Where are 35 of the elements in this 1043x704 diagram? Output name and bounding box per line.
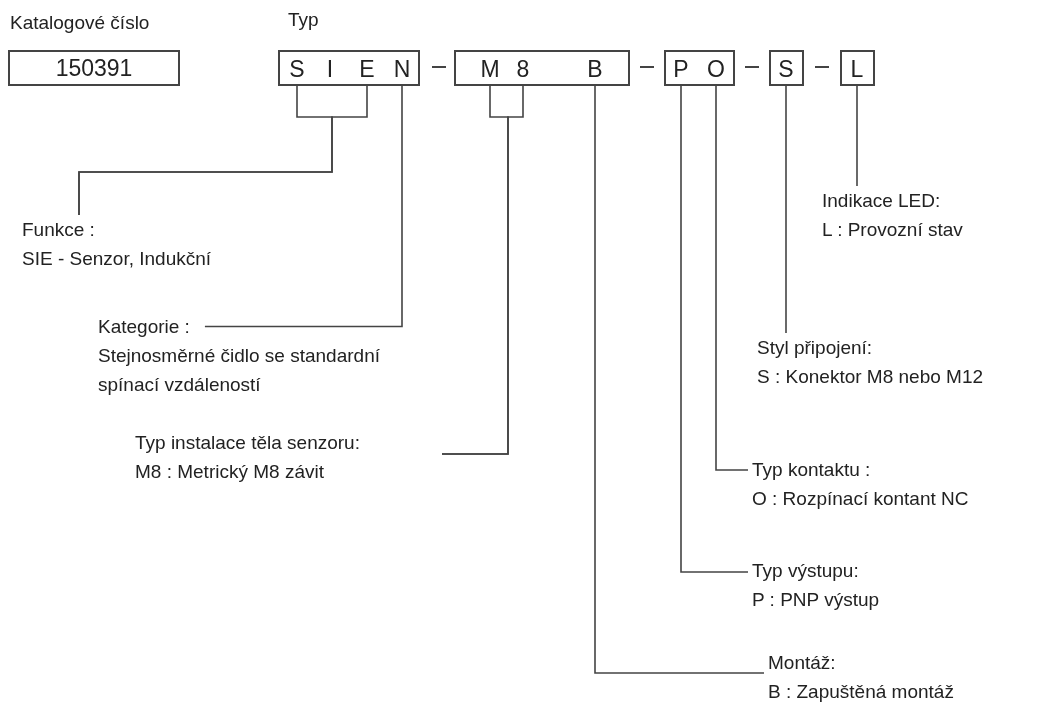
code-letter: B [585,54,605,84]
code-letter: S [776,54,796,84]
field-description: O : Rozpínací kontant NC [752,487,969,511]
contact-type-heading: Typ kontaktu : [752,458,871,482]
mounting-type-heading: Typ instalace těla senzoru: [135,431,360,455]
code-box [454,50,630,86]
function-heading: Funkce : [22,218,95,242]
catalog-heading: Katalogové číslo [10,11,150,35]
code-box [769,50,804,86]
field-description: S : Konektor M8 nebo M12 [757,365,983,389]
field-description: L : Provozní stav [822,218,963,242]
code-letter: 8 [513,54,533,84]
field-description: SIE - Senzor, Indukční [22,247,212,271]
code-box [840,50,875,86]
catalog-number: 150391 [8,50,180,86]
connection-style-heading: Styl připojení: [757,336,873,360]
code-letter: M [480,54,500,84]
code-letter: O [706,54,726,84]
code-letter: L [847,54,867,84]
field-description: P : PNP výstup [752,588,880,612]
category-heading: Kategorie : [98,315,190,339]
code-letter: P [671,54,691,84]
code-letter: S [287,54,307,84]
output-type-heading: Typ výstupu: [752,559,859,583]
code-letter: E [357,54,377,84]
code-box [664,50,735,86]
field-description: Stejnosměrné čidlo se standardní spínací vzdáleností [98,344,381,397]
code-box [278,50,420,86]
led-indication-heading: Indikace LED: [822,189,941,213]
type-heading: Typ [288,8,319,32]
code-letter: I [320,54,340,84]
code-letter: N [392,54,412,84]
field-description: B : Zapuštěná montáž [768,680,954,704]
installation-heading: Montáž: [768,651,836,675]
field-description: M8 : Metrický M8 závit [135,460,324,484]
